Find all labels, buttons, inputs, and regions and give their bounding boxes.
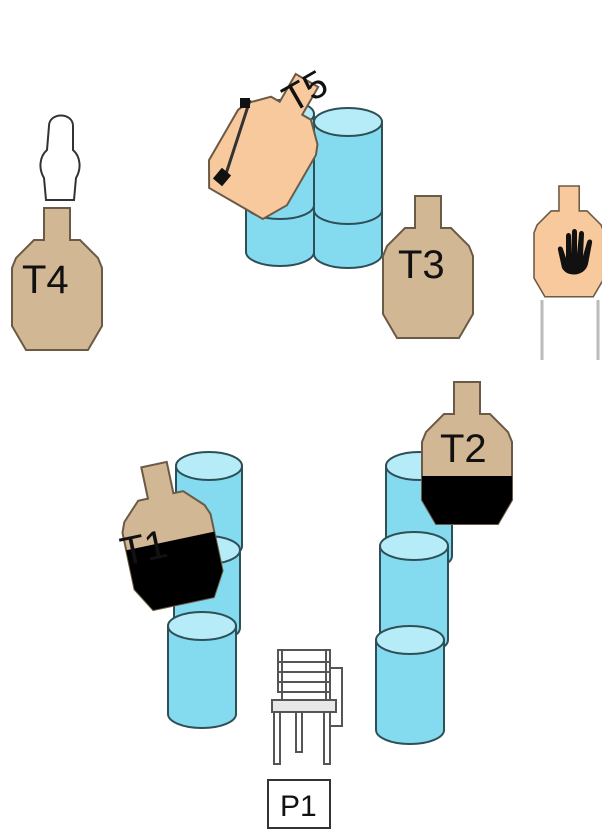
target-t2 xyxy=(421,381,513,525)
swinger-arm xyxy=(212,98,252,187)
barrel-stack-top-right xyxy=(313,107,383,269)
barrel-lower-left-3 xyxy=(167,611,237,729)
no-shoot-outline-above-t4 xyxy=(39,114,81,201)
target-t4-label: T4 xyxy=(22,258,69,302)
target-t1 xyxy=(109,454,229,614)
target-t3-label: T3 xyxy=(398,243,445,287)
start-position-label: P1 xyxy=(280,790,317,823)
target-t1-label: T1 xyxy=(116,522,171,575)
target-t2-label: T2 xyxy=(440,427,487,471)
chair-icon xyxy=(271,649,343,765)
no-shoot-target xyxy=(533,185,602,360)
barrel-lower-right-3 xyxy=(375,625,445,745)
hand-icon xyxy=(557,229,593,275)
start-position-box xyxy=(267,779,331,829)
